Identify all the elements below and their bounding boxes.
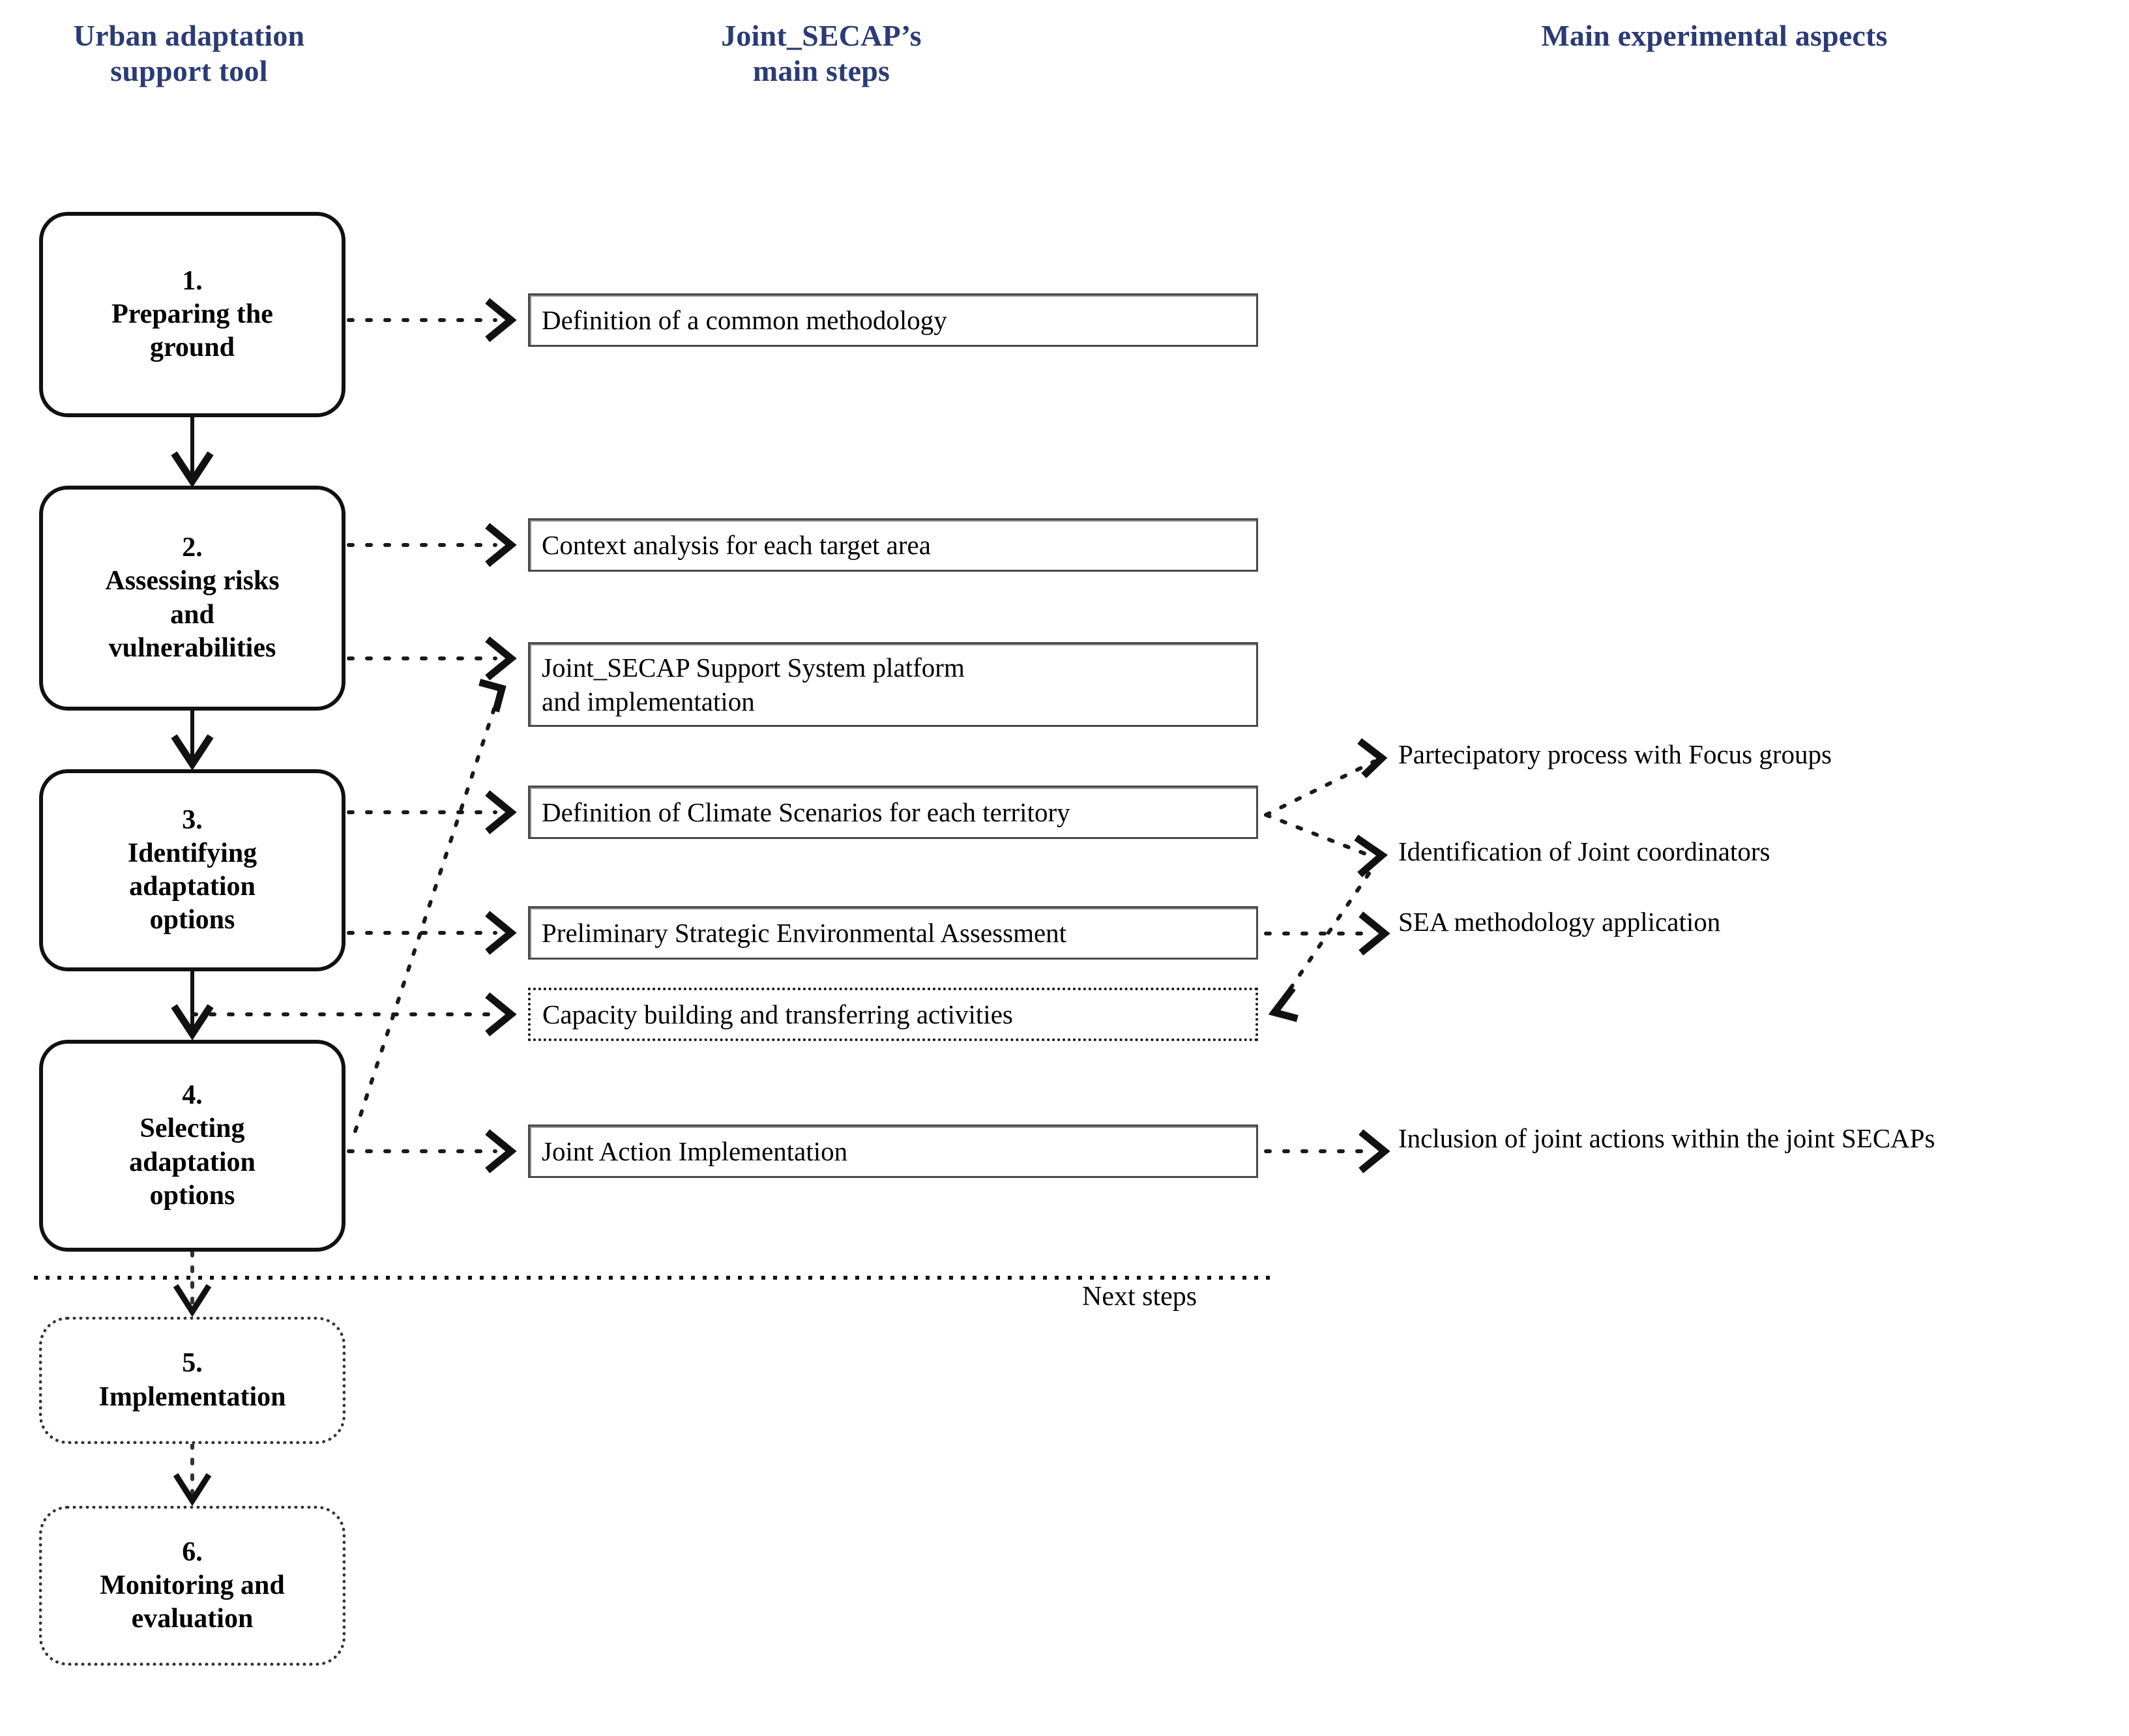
step-number: 3. <box>182 804 203 835</box>
main-step-label: Capacity building and transferring activ… <box>542 999 1013 1029</box>
experimental-aspect-sea-methodology: SEA methodology application <box>1398 907 1721 937</box>
main-step-label: Context analysis for each target area <box>542 529 931 560</box>
main-step-label: Joint Action Implementation <box>542 1136 848 1166</box>
main-step-climate-scenarios[interactable]: Definition of Climate Scenarios for each… <box>528 786 1258 839</box>
experimental-aspect-partecipatory-process: Partecipatory process with Focus groups <box>1398 739 1832 769</box>
main-step-context-analysis[interactable]: Context analysis for each target area <box>528 518 1258 572</box>
column-header-joint-secap-main-steps: Joint_SECAP’s main steps <box>574 18 1069 89</box>
support-tool-step-5[interactable]: 5. Implementation <box>39 1317 345 1444</box>
main-step-label: Definition of a common methodology <box>542 304 947 335</box>
column-header-main-experimental-aspects: Main experimental aspects <box>1541 19 1888 52</box>
header-line-1: Joint_SECAP’s <box>721 19 922 52</box>
step-label: Implementation <box>98 1381 286 1412</box>
main-step-definition-of-common-methodology[interactable]: Definition of a common methodology <box>528 293 1258 347</box>
main-step-label: Preliminary Strategic Environmental Asse… <box>542 917 1067 948</box>
main-step-label: Definition of Climate Scenarios for each… <box>542 797 1070 827</box>
column-header-urban-adaptation-support-tool: Urban adaptation support tool <box>0 18 378 89</box>
step-number: 1. <box>182 265 203 296</box>
experimental-aspect-joint-coordinators: Identification of Joint coordinators <box>1398 836 1770 866</box>
step-number: 4. <box>182 1080 203 1111</box>
header-line-2: main steps <box>752 54 890 88</box>
step-number: 2. <box>182 533 203 563</box>
next-steps-label: Next steps <box>1082 1282 1197 1312</box>
action-to-aspect-connectors <box>1264 738 1390 1173</box>
step-to-action-connectors <box>190 298 517 1173</box>
main-step-capacity-building[interactable]: Capacity building and transferring activ… <box>528 988 1258 1041</box>
main-step-preliminary-sea[interactable]: Preliminary Strategic Environmental Asse… <box>528 906 1258 960</box>
header-line-2: support tool <box>110 54 268 88</box>
step-number: 6. <box>182 1537 203 1567</box>
experimental-aspect-inclusion-joint-actions: Inclusion of joint actions within the jo… <box>1398 1123 1935 1153</box>
header-line-1: Urban adaptation <box>73 19 305 52</box>
step-number: 5. <box>182 1348 203 1379</box>
main-step-joint-action-implementation[interactable]: Joint Action Implementation <box>528 1125 1258 1178</box>
